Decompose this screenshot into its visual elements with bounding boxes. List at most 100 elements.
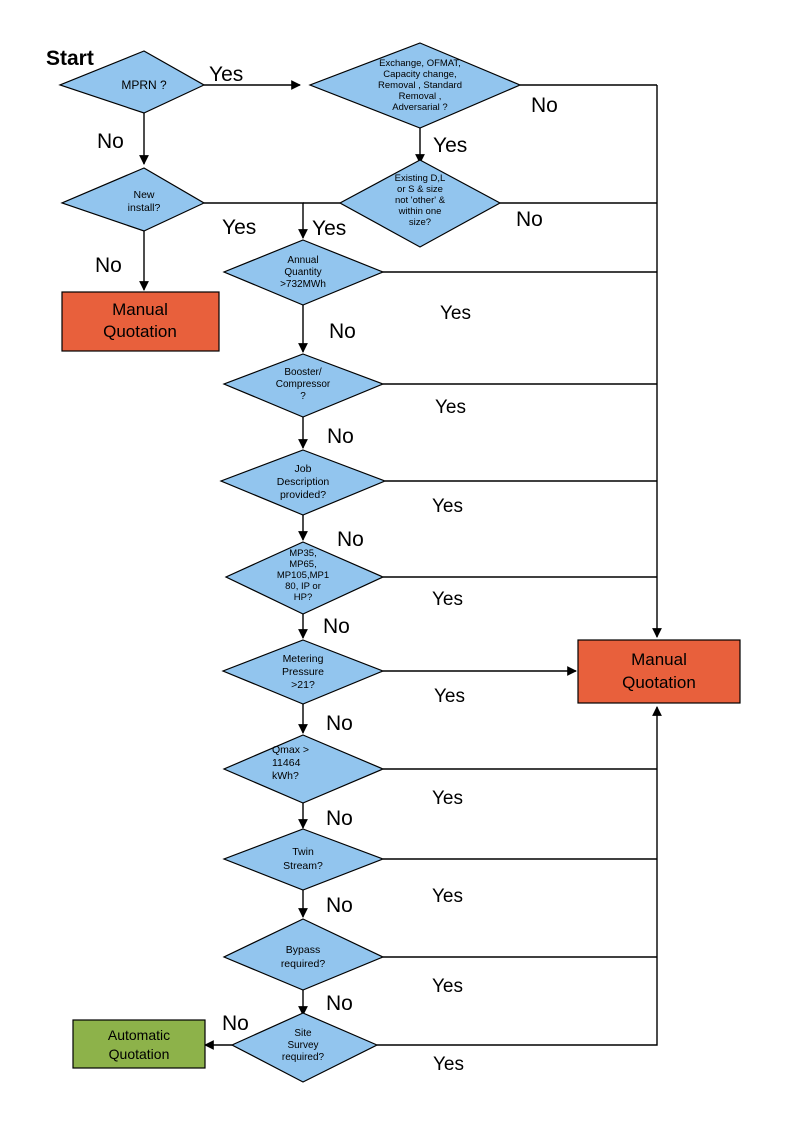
decision-existing-line-2: not 'other' &: [395, 195, 446, 206]
decision-twin-line-1: Stream?: [283, 860, 323, 872]
edge-label-booster-no: No: [327, 425, 354, 448]
decision-exchange-line-1: Capacity change,: [383, 69, 456, 80]
decision-sitesurvey[interactable]: Site Survey required?: [230, 1012, 379, 1083]
edge-label-mprn-no: No: [97, 130, 124, 153]
decision-exchange-line-0: Exchange, OFMAT,: [379, 58, 461, 69]
edge-sitesurvey-yes: [377, 706, 662, 1046]
decision-exchange-line-2: Removal , Standard: [378, 80, 462, 91]
terminal-manual-left-line-1: Quotation: [103, 322, 177, 341]
edge-label-annual-no: No: [329, 320, 356, 343]
decision-qmax-line-1: 11464: [272, 757, 301, 769]
edge-label-bypass-no: No: [326, 992, 353, 1015]
decision-mprn-line-0: MPRN ?: [121, 78, 167, 92]
edge-label-exchange-yes: Yes: [433, 134, 467, 157]
decision-newinstall[interactable]: New install?: [60, 167, 206, 232]
decision-existing-line-3: within one: [398, 206, 442, 217]
decision-twin-shape[interactable]: [222, 828, 385, 891]
decision-sitesurvey-line-1: Survey: [287, 1040, 318, 1051]
decision-metering-shape[interactable]: [221, 639, 385, 705]
decision-annual-shape[interactable]: [222, 239, 385, 306]
edge-label-existing-no: No: [516, 208, 543, 231]
decision-booster-line-1: Compressor: [276, 379, 331, 390]
decision-metering-line-0: Metering: [283, 653, 324, 665]
decision-jobdesc-line-1: Description: [277, 476, 330, 488]
edge-label-mprn-yes: Yes: [209, 63, 243, 86]
terminal-automatic[interactable]: Automatic Quotation: [72, 1019, 206, 1069]
decision-metering[interactable]: Metering Pressure >21?: [221, 639, 385, 705]
decision-mpclass[interactable]: MP35, MP65, MP105,MP1 80, IP or HP?: [224, 541, 385, 615]
decision-booster-shape[interactable]: [222, 353, 385, 418]
decision-sitesurvey-line-2: required?: [282, 1052, 325, 1063]
decision-mprn[interactable]: MPRN ?: [58, 50, 206, 114]
edge-label-metering-no: No: [326, 712, 353, 735]
decision-existing-line-4: size?: [409, 217, 431, 228]
terminal-manual-left-line-0: Manual: [112, 300, 168, 319]
decision-bypass-line-1: required?: [281, 958, 326, 970]
terminal-manual-right-shape[interactable]: [577, 639, 741, 704]
decision-newinstall-line-1: install?: [128, 202, 161, 214]
connectors: [139, 80, 662, 1050]
terminal-manual-right-line-1: Quotation: [622, 673, 696, 692]
decision-exchange-line-4: Adversarial ?: [392, 102, 447, 113]
decision-mpclass-line-1: MP65,: [289, 559, 316, 570]
decision-annual-line-2: >732MWh: [280, 279, 326, 290]
decision-metering-line-2: >21?: [291, 679, 315, 691]
decision-annual-line-1: Quantity: [284, 267, 321, 278]
decision-mpclass-shape[interactable]: [224, 541, 385, 615]
edge-label-metering-yes: Yes: [434, 686, 465, 707]
edge-label-existing-yes: Yes: [312, 217, 346, 240]
terminal-automatic-line-1: Quotation: [109, 1046, 170, 1062]
decision-twin[interactable]: Twin Stream?: [222, 828, 385, 891]
edge-label-newinstall-yes: Yes: [222, 216, 256, 239]
decision-bypass-line-0: Bypass: [286, 944, 320, 956]
decision-bypass[interactable]: Bypass required?: [222, 918, 385, 991]
decision-sitesurvey-shape[interactable]: [230, 1012, 379, 1083]
decision-mpclass-line-3: 80, IP or: [285, 581, 321, 592]
decision-mprn-shape[interactable]: [58, 50, 206, 114]
edge-label-jobdesc-yes: Yes: [432, 496, 463, 517]
edge-label-jobdesc-no: No: [337, 528, 364, 551]
decision-existing[interactable]: Existing D,L or S & size not 'other' & w…: [338, 159, 502, 248]
decision-sitesurvey-line-0: Site: [294, 1028, 312, 1039]
decision-metering-line-1: Pressure: [282, 666, 324, 678]
edge-label-twin-no: No: [326, 894, 353, 917]
decision-booster[interactable]: Booster/ Compressor ?: [222, 353, 385, 418]
decision-qmax-shape[interactable]: [222, 734, 385, 804]
decision-exchange-shape[interactable]: [308, 42, 522, 129]
edge-label-newinstall-no: No: [95, 254, 122, 277]
decision-qmax-line-0: Qmax >: [272, 744, 309, 756]
edge-label-booster-yes: Yes: [435, 397, 466, 418]
decision-existing-line-1: or S & size: [397, 184, 443, 195]
decision-newinstall-shape[interactable]: [60, 167, 206, 232]
terminal-manual-left[interactable]: Manual Quotation: [61, 291, 220, 352]
decision-twin-line-0: Twin: [292, 846, 314, 858]
decision-newinstall-line-0: New: [133, 189, 154, 201]
decision-exchange[interactable]: Exchange, OFMAT, Capacity change, Remova…: [308, 42, 522, 129]
decision-jobdesc-line-0: Job: [295, 463, 312, 475]
decision-bypass-shape[interactable]: [222, 918, 385, 991]
decision-annual[interactable]: Annual Quantity >732MWh: [222, 239, 385, 306]
decision-existing-shape[interactable]: [338, 159, 502, 248]
decision-booster-line-2: ?: [300, 391, 306, 402]
terminal-manual-right-line-0: Manual: [631, 650, 687, 669]
terminal-automatic-shape[interactable]: [72, 1019, 206, 1069]
decision-existing-line-0: Existing D,L: [395, 173, 446, 184]
edge-label-bypass-yes: Yes: [432, 976, 463, 997]
decision-mpclass-line-0: MP35,: [289, 548, 316, 559]
decision-jobdesc[interactable]: Job Description provided?: [219, 449, 387, 516]
edge-labels: Yes No No Yes Yes No No Yes Yes No Yes N…: [95, 63, 558, 1075]
start-label: Start: [46, 47, 94, 70]
terminal-manual-left-shape[interactable]: [61, 291, 220, 352]
decision-qmax[interactable]: Qmax > 11464 kWh?: [222, 734, 385, 804]
decision-booster-line-0: Booster/: [284, 367, 321, 378]
terminal-automatic-line-0: Automatic: [108, 1027, 170, 1043]
decision-jobdesc-shape[interactable]: [219, 449, 387, 516]
edge-label-qmax-yes: Yes: [432, 788, 463, 809]
terminal-manual-right[interactable]: Manual Quotation: [577, 639, 741, 704]
decision-qmax-line-2: kWh?: [272, 770, 299, 782]
edge-label-annual-yes: Yes: [440, 303, 471, 324]
edge-label-sitesurvey-no: No: [222, 1012, 249, 1035]
decision-annual-line-0: Annual: [287, 255, 318, 266]
